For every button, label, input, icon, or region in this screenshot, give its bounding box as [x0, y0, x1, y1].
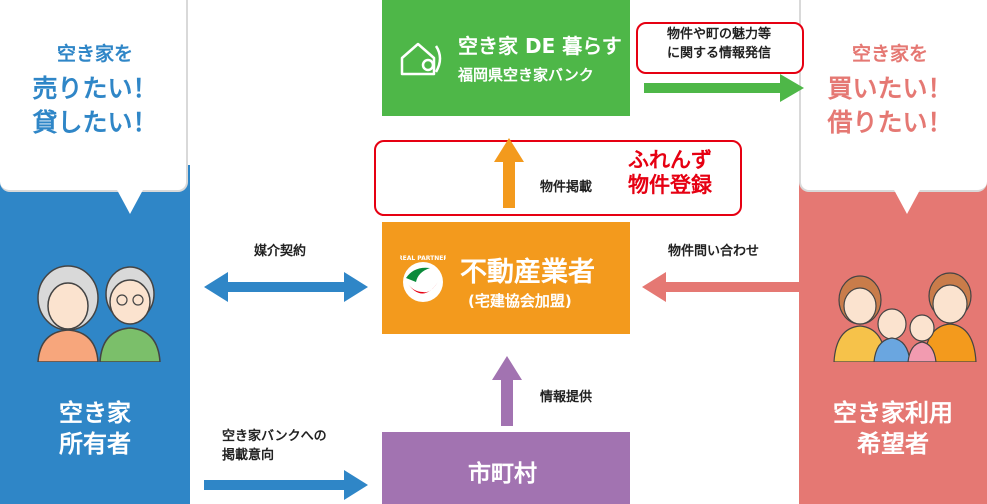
- info-provide-arrow: [492, 356, 522, 426]
- friends-line2: 物件登録: [628, 173, 712, 198]
- seeker-bubble-line2: 買いたい！ 借りたい！: [813, 72, 967, 140]
- realtor-box: REAL PARTNER 不動産業者 (宅建協会加盟): [382, 222, 630, 334]
- publicize-label: 物件や町の魅力等 に関する情報発信: [644, 26, 794, 64]
- listing-arrow: [494, 138, 524, 208]
- owner-label-line1: 空き家: [59, 399, 131, 427]
- owner-bubble-lend: 貸したい！: [32, 107, 158, 137]
- listing-label: 物件掲載: [540, 180, 593, 195]
- municipality-box: 市町村: [382, 432, 630, 504]
- owner-bubble-tail: [116, 188, 144, 214]
- real-partner-logo-icon: REAL PARTNER: [400, 255, 446, 302]
- intent-arrow: [204, 470, 368, 500]
- akiya-bank-box: 空き家 DE 暮らす 福岡県空き家バンク: [382, 0, 630, 116]
- seeker-label-line2: 希望者: [857, 430, 929, 459]
- brokerage-label: 媒介契約: [254, 244, 307, 259]
- friends-line1: ふれんず: [628, 148, 712, 172]
- owner-bubble-sell: 売りたい！: [32, 74, 158, 103]
- realtor-title: 不動産業者: [460, 257, 595, 288]
- info-provide-label: 情報提供: [540, 390, 593, 405]
- bank-subtitle: 福岡県空き家バンク: [458, 66, 594, 84]
- owner-label: 空き家 所有者: [20, 398, 170, 460]
- publicize-arrow: [644, 74, 804, 102]
- intent-line1: 空き家バンクへの: [222, 429, 327, 444]
- bank-title: 空き家 DE 暮らす: [458, 34, 622, 58]
- seeker-label-line1: 空き家利用: [833, 399, 953, 427]
- house-logo-icon: [400, 42, 442, 76]
- publicize-line1: 物件や町の魅力等: [666, 27, 771, 42]
- inquiry-label: 物件問い合わせ: [668, 244, 760, 259]
- municipality-title: 市町村: [468, 461, 537, 487]
- owner-bubble-line1: 空き家を: [56, 43, 133, 65]
- intent-label: 空き家バンクへの 掲載意向: [222, 428, 327, 466]
- publicize-line2: に関する情報発信: [666, 45, 771, 61]
- seeker-label: 空き家利用 希望者: [812, 398, 974, 460]
- seeker-bubble-rent: 借りたい！: [827, 107, 953, 137]
- owner-bubble-line2: 売りたい！ 貸したい！: [18, 72, 172, 140]
- friends-registration-box: [374, 140, 742, 216]
- owner-panel: [0, 165, 190, 504]
- logo-text: REAL PARTNER: [400, 255, 446, 262]
- friends-label: ふれんず 物件登録: [628, 148, 712, 198]
- realtor-subtitle: (宅建協会加盟): [468, 292, 572, 310]
- seeker-bubble-tail: [893, 188, 921, 214]
- seeker-bubble-buy: 買いたい！: [827, 74, 953, 103]
- publicize-label-box: [636, 22, 804, 74]
- seeker-bubble-line1: 空き家を: [851, 43, 928, 65]
- elderly-couple-icon: [37, 265, 161, 362]
- inquiry-arrow: [642, 272, 802, 302]
- intent-line2: 掲載意向: [222, 447, 275, 463]
- owner-label-line2: 所有者: [59, 430, 131, 459]
- brokerage-arrow: [204, 272, 368, 302]
- family-icon: [833, 272, 977, 362]
- owner-speech-bubble: [0, 0, 188, 192]
